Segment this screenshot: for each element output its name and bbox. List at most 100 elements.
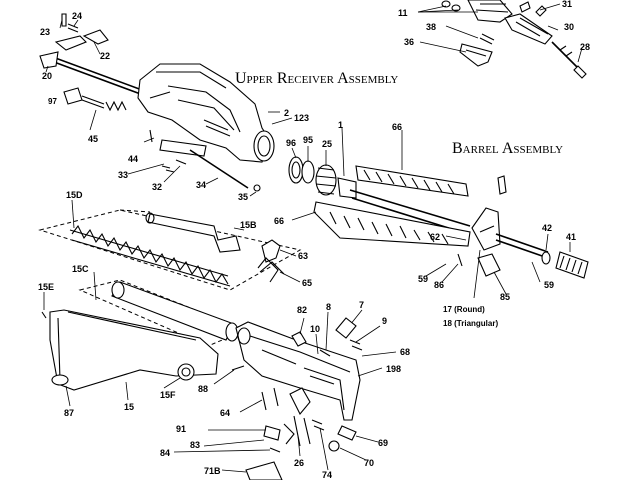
callout-91: 91 bbox=[176, 424, 186, 434]
catch-button bbox=[328, 440, 340, 452]
callout-45: 45 bbox=[88, 134, 98, 144]
callout-35: 35 bbox=[238, 192, 248, 202]
bolt-catch bbox=[335, 317, 357, 339]
callout-31: 31 bbox=[562, 0, 572, 9]
callout-15c: 15C bbox=[72, 264, 89, 274]
takedown-pin bbox=[231, 365, 245, 371]
buttplate-swivel bbox=[51, 374, 69, 386]
barrel-nut-face bbox=[253, 130, 275, 162]
callout-70: 70 bbox=[364, 458, 374, 468]
handguard-top bbox=[355, 165, 469, 197]
callout-85: 85 bbox=[500, 292, 510, 302]
charging-handle-group bbox=[39, 13, 147, 97]
buffer bbox=[147, 213, 241, 253]
snap-ring bbox=[253, 184, 261, 192]
latch-pin bbox=[61, 13, 67, 27]
callout-123: 123 bbox=[294, 113, 309, 123]
upper-receiver bbox=[137, 63, 275, 163]
callout-38: 38 bbox=[426, 22, 436, 32]
magazine-catch-spring bbox=[311, 419, 325, 431]
trigger-pins bbox=[261, 387, 279, 411]
barrel-assembly-title: Barrel Assembly bbox=[452, 140, 563, 157]
callout-68: 68 bbox=[400, 347, 410, 357]
barrel-nut-components bbox=[288, 146, 337, 196]
callout-33: 33 bbox=[118, 170, 128, 180]
callout-15f: 15F bbox=[160, 390, 176, 400]
ejection-port-cover bbox=[159, 139, 207, 157]
callout-95: 95 bbox=[303, 135, 313, 145]
callout-32: 32 bbox=[152, 182, 162, 192]
callout-1: 1 bbox=[338, 120, 343, 130]
callout-88: 88 bbox=[198, 384, 208, 394]
callout-15e: 15E bbox=[38, 282, 54, 292]
handguard-bottom bbox=[313, 201, 471, 247]
callout-65: 65 bbox=[302, 278, 312, 288]
callout-28: 28 bbox=[580, 42, 590, 52]
bolt-carrier-group bbox=[417, 0, 587, 79]
callout-66-top: 66 bbox=[392, 122, 402, 132]
pivot-pin-detent bbox=[291, 331, 307, 347]
forward-assist-plunger bbox=[63, 87, 83, 105]
shim bbox=[288, 156, 304, 184]
callout-84: 84 bbox=[160, 448, 170, 458]
trigger-group bbox=[173, 387, 379, 471]
ejection-port-cover-group bbox=[127, 129, 261, 197]
callout-63: 63 bbox=[298, 251, 308, 261]
callout-24: 24 bbox=[72, 11, 82, 21]
selector-parts bbox=[319, 317, 363, 357]
action-spring bbox=[71, 224, 229, 285]
callout-25: 25 bbox=[322, 139, 332, 149]
crush-washer bbox=[541, 251, 551, 265]
callout-83: 83 bbox=[190, 440, 200, 450]
callout-20: 20 bbox=[42, 71, 52, 81]
buffer-tube-group bbox=[38, 199, 302, 301]
cover-pin bbox=[149, 129, 153, 143]
callout-69: 69 bbox=[378, 438, 388, 448]
barrel-assembly bbox=[291, 127, 589, 299]
callout-62: 62 bbox=[430, 232, 440, 242]
callout-41: 41 bbox=[566, 232, 576, 242]
callout-30: 30 bbox=[564, 22, 574, 32]
trigger-guard bbox=[293, 415, 311, 447]
lower-receiver bbox=[213, 309, 397, 421]
delta-ring bbox=[337, 177, 357, 199]
callout-44: 44 bbox=[128, 154, 138, 164]
callout-11: 11 bbox=[398, 8, 408, 18]
flash-hider bbox=[555, 251, 589, 279]
buttstock bbox=[41, 292, 219, 407]
callout-8: 8 bbox=[326, 302, 331, 312]
front-sight-post bbox=[497, 175, 507, 195]
charging-handle bbox=[49, 55, 143, 91]
stock-screw bbox=[41, 311, 47, 319]
charging-handle-latch bbox=[54, 35, 87, 51]
callout-26: 26 bbox=[294, 458, 304, 468]
delta-ring-spring bbox=[301, 160, 315, 184]
callout-64: 64 bbox=[220, 408, 230, 418]
cam-pin-spring bbox=[479, 33, 495, 45]
callout-34: 34 bbox=[196, 180, 206, 190]
callout-66-bottom: 66 bbox=[274, 216, 284, 226]
callout-15b: 15B bbox=[240, 220, 257, 230]
callout-2: 2 bbox=[284, 108, 289, 118]
cover-rod bbox=[189, 149, 249, 189]
forward-assist-spring bbox=[105, 100, 127, 112]
callout-15d: 15D bbox=[66, 190, 83, 200]
latch-spring bbox=[67, 23, 79, 33]
callout-74: 74 bbox=[322, 470, 332, 480]
callout-36: 36 bbox=[404, 37, 414, 47]
callout-10: 10 bbox=[310, 324, 320, 334]
magazine-catch bbox=[337, 425, 357, 441]
callout-198: 198 bbox=[386, 364, 401, 374]
callout-82: 82 bbox=[297, 305, 307, 315]
callout-22: 22 bbox=[100, 51, 110, 61]
sling-swivel bbox=[477, 253, 501, 277]
callout-86: 86 bbox=[434, 280, 444, 290]
callout-7: 7 bbox=[359, 300, 364, 310]
callout-97: 97 bbox=[48, 97, 57, 106]
callout-96: 96 bbox=[286, 138, 296, 148]
callout-42: 42 bbox=[542, 223, 552, 233]
hammer-group bbox=[257, 239, 301, 283]
callout-15: 15 bbox=[124, 402, 134, 412]
hammer bbox=[261, 239, 281, 263]
